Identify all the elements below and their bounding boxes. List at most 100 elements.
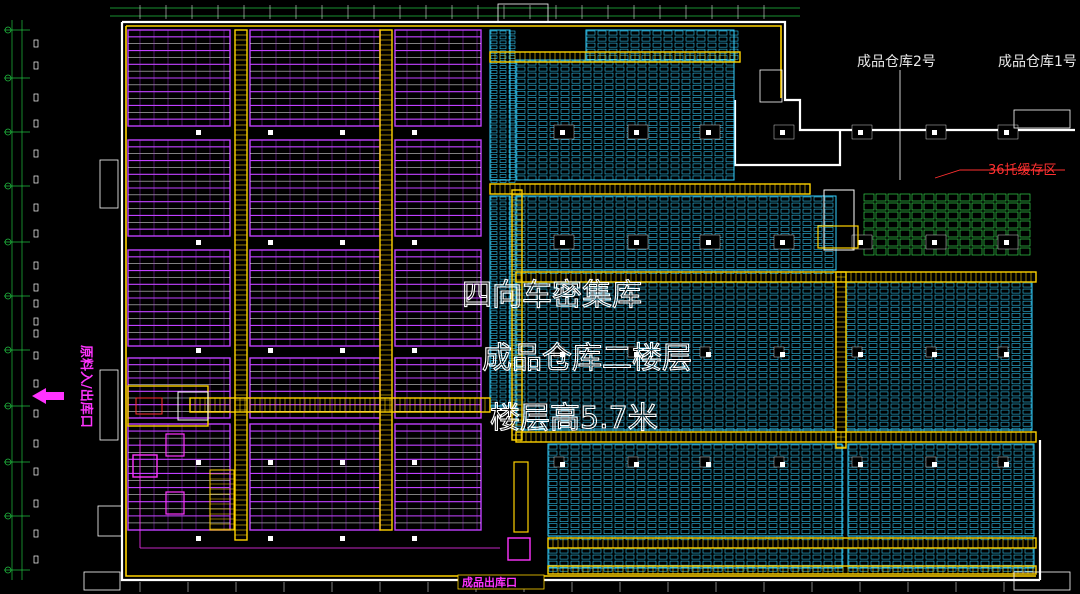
rack-cell xyxy=(615,263,625,268)
rack-cell xyxy=(903,517,913,522)
rack-cell xyxy=(947,456,957,462)
rack-cell xyxy=(969,462,979,468)
rack-cell xyxy=(914,554,924,560)
rack-cell xyxy=(490,261,498,265)
rack-cell xyxy=(757,529,767,535)
rack-cell xyxy=(714,325,724,330)
rack-cell xyxy=(499,109,507,114)
rack-cell xyxy=(499,119,507,124)
rack-cell xyxy=(641,30,651,36)
rack-cell xyxy=(490,374,498,379)
rack-cell xyxy=(570,523,580,528)
rack-cell xyxy=(608,30,618,36)
hoist-unit xyxy=(165,491,185,515)
buffer-cell xyxy=(1007,211,1019,220)
rack-cell xyxy=(560,90,570,96)
rack-cell xyxy=(890,409,900,415)
rack-cell xyxy=(824,397,834,403)
rack-cell xyxy=(669,444,679,450)
rack-cell xyxy=(1011,343,1021,348)
rack-cell xyxy=(824,214,834,220)
rack-cell xyxy=(603,444,613,450)
rack-cell xyxy=(636,517,646,522)
rack-cell xyxy=(725,226,735,232)
rack-cell xyxy=(636,560,646,566)
rack-cell xyxy=(586,30,596,36)
rack-cell xyxy=(790,493,800,498)
rack-cell xyxy=(581,450,591,456)
rack-cell xyxy=(593,66,603,72)
rack-cell xyxy=(890,306,900,312)
rack-cell xyxy=(802,233,812,238)
buffer-cell xyxy=(911,202,923,211)
rack-cell xyxy=(571,379,581,385)
rack-cell xyxy=(499,335,507,339)
rack-cell xyxy=(901,361,911,366)
rack-cell xyxy=(670,127,680,132)
bottom-exit-label: 成品出库口 xyxy=(462,575,517,589)
rack-cell xyxy=(490,149,498,154)
buffer-cell xyxy=(959,202,971,211)
rack-cell xyxy=(508,109,516,114)
rack-cell xyxy=(499,256,507,260)
rack-cell xyxy=(626,196,636,202)
rack-cell xyxy=(791,214,801,220)
rack-cell xyxy=(548,487,558,492)
rack-cell xyxy=(736,325,746,330)
rack-cell xyxy=(980,511,990,516)
rack-cell xyxy=(780,282,790,288)
rack-cell xyxy=(636,554,646,560)
rack-cell xyxy=(1013,517,1023,522)
rack-cell xyxy=(570,462,580,468)
grid-bubble xyxy=(4,26,12,34)
rack-cell xyxy=(490,231,498,235)
rack-cell xyxy=(549,379,559,385)
rack-cell xyxy=(879,397,889,403)
rack-cell xyxy=(516,355,526,360)
rack-cell xyxy=(582,245,592,250)
rack-cell xyxy=(516,331,526,336)
rack-cell xyxy=(725,312,735,318)
rack-cell xyxy=(947,548,957,554)
rack-cell xyxy=(758,282,768,288)
rack-cell xyxy=(615,403,625,409)
rack-cell xyxy=(615,337,625,342)
rack-cell xyxy=(670,151,680,157)
rack-cell xyxy=(713,548,723,554)
rack-cell xyxy=(813,319,823,324)
rack-cell xyxy=(914,462,924,468)
rack-cell xyxy=(945,379,955,385)
rack-cell xyxy=(615,300,625,306)
rack-cell xyxy=(681,355,691,360)
rack-cell xyxy=(912,312,922,318)
rack-cell xyxy=(581,560,591,566)
rack-cell xyxy=(626,251,636,256)
rack-cell xyxy=(615,208,625,214)
rack-cell xyxy=(868,288,878,294)
rack-cell xyxy=(912,306,922,312)
buffer-cell xyxy=(875,202,887,211)
rack-cell xyxy=(980,450,990,456)
rack-cell xyxy=(560,139,570,144)
rack-cell xyxy=(538,103,548,108)
rack-cell xyxy=(945,288,955,294)
rack-cell xyxy=(637,103,647,108)
rack-cell xyxy=(659,78,669,84)
rack-cell xyxy=(780,288,790,294)
rack-cell xyxy=(674,30,684,36)
rack-cell xyxy=(945,343,955,348)
rack-cell xyxy=(912,288,922,294)
rack-cell xyxy=(681,163,691,169)
rack-cell xyxy=(791,251,801,256)
rack-cell xyxy=(614,505,624,510)
rack-cell xyxy=(626,214,636,220)
rack-cell xyxy=(658,505,668,510)
rack-cell xyxy=(527,367,537,373)
rack-cell xyxy=(824,294,834,300)
rack-cell xyxy=(490,95,498,99)
buffer-cell xyxy=(923,220,935,229)
rack-cell xyxy=(747,226,757,232)
rack-cell xyxy=(736,245,746,250)
rack-cell xyxy=(681,263,691,268)
rack-cell xyxy=(636,505,646,510)
